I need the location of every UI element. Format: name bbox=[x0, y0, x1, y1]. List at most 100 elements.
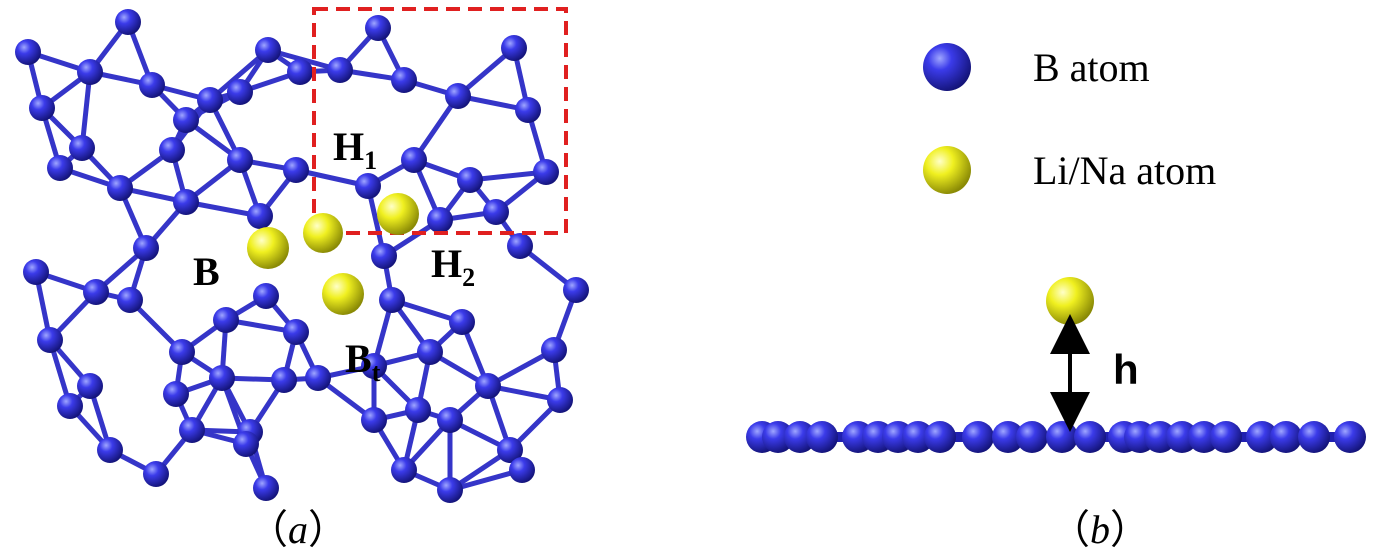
site-label-b: B bbox=[193, 249, 220, 294]
boron-atom bbox=[107, 175, 133, 201]
boron-atom bbox=[77, 373, 103, 399]
boron-atom bbox=[255, 37, 281, 63]
legend: B atom Li/Na atom bbox=[923, 43, 1216, 194]
boron-atom bbox=[391, 67, 417, 93]
boron-atom bbox=[361, 407, 387, 433]
height-label: h bbox=[1113, 346, 1139, 393]
side-view-boron-atom bbox=[924, 421, 956, 453]
boron-atom bbox=[283, 319, 309, 345]
side-view-boron-atom bbox=[1298, 421, 1330, 453]
caption-b: （b） bbox=[1050, 507, 1150, 552]
boron-atom bbox=[97, 437, 123, 463]
boron-atoms bbox=[15, 9, 589, 503]
boron-atom bbox=[497, 437, 523, 463]
side-view-boron-atom bbox=[1144, 421, 1176, 453]
side-view-boron-atom bbox=[1246, 421, 1278, 453]
boron-atom bbox=[143, 461, 169, 487]
boron-atom bbox=[509, 457, 535, 483]
boron-atom bbox=[501, 35, 527, 61]
boron-atom bbox=[507, 233, 533, 259]
legend-label-boron: B atom bbox=[1033, 45, 1150, 90]
side-view-metal-atom bbox=[1046, 277, 1094, 325]
side-view-boron-atom bbox=[1188, 421, 1220, 453]
unit-cell-box bbox=[312, 7, 568, 235]
boron-atom bbox=[305, 365, 331, 391]
boron-atom bbox=[117, 287, 143, 313]
side-view: h bbox=[746, 277, 1366, 453]
boron-atom bbox=[401, 147, 427, 173]
boron-atom bbox=[563, 277, 589, 303]
boron-atom bbox=[427, 207, 453, 233]
boron-atom bbox=[405, 397, 431, 423]
legend-metal-swatch bbox=[923, 146, 971, 194]
boron-atom bbox=[283, 157, 309, 183]
metal-atom-h2-site bbox=[377, 193, 419, 235]
side-view-boron-atom bbox=[784, 421, 816, 453]
boron-atom bbox=[391, 457, 417, 483]
boron-atom bbox=[437, 407, 463, 433]
boron-atom bbox=[457, 167, 483, 193]
boron-atom bbox=[445, 83, 471, 109]
boron-atom bbox=[271, 367, 297, 393]
boron-atom bbox=[541, 337, 567, 363]
boron-atom bbox=[227, 147, 253, 173]
adsorbed-metal-atoms bbox=[247, 193, 419, 315]
side-view-boron-atom bbox=[1166, 421, 1198, 453]
boron-atom bbox=[327, 57, 353, 83]
boron-atom bbox=[29, 95, 55, 121]
boron-atom bbox=[515, 97, 541, 123]
boron-atom bbox=[371, 243, 397, 269]
side-view-boron-atom bbox=[1074, 421, 1106, 453]
boron-atom bbox=[47, 155, 73, 181]
boron-atom bbox=[247, 203, 273, 229]
site-label-h1: H1 bbox=[333, 124, 377, 175]
site-label-h2: H2 bbox=[431, 241, 475, 292]
boron-atom bbox=[227, 79, 253, 105]
metal-atom-b-site bbox=[247, 227, 289, 269]
boron-atom bbox=[547, 387, 573, 413]
boron-atom bbox=[173, 189, 199, 215]
boron-atom bbox=[197, 87, 223, 113]
boron-atom bbox=[417, 339, 443, 365]
boron-atom bbox=[533, 159, 559, 185]
legend-label-metal: Li/Na atom bbox=[1033, 148, 1216, 193]
metal-atom-h1-site bbox=[303, 213, 343, 253]
boron-atom bbox=[163, 381, 189, 407]
boron-sheet-top-view bbox=[15, 9, 589, 503]
boron-atom bbox=[209, 365, 235, 391]
boron-atom bbox=[169, 339, 195, 365]
boron-atom bbox=[77, 59, 103, 85]
boron-atom bbox=[173, 107, 199, 133]
boron-atom bbox=[139, 72, 165, 98]
boron-atom bbox=[83, 279, 109, 305]
boron-atom bbox=[159, 137, 185, 163]
boron-atom bbox=[213, 307, 239, 333]
side-view-boron-atom bbox=[1270, 421, 1302, 453]
site-label-bt: Bt bbox=[345, 336, 381, 387]
boron-atom bbox=[37, 327, 63, 353]
boron-atom bbox=[365, 15, 391, 41]
side-view-boron-atom bbox=[762, 421, 794, 453]
side-view-boron-row bbox=[746, 421, 1366, 453]
side-view-boron-atom bbox=[992, 421, 1024, 453]
boron-atom bbox=[449, 309, 475, 335]
boron-atom bbox=[15, 39, 41, 65]
side-view-boron-atom bbox=[1334, 421, 1366, 453]
side-view-boron-atom bbox=[902, 421, 934, 453]
side-view-boron-atom bbox=[1210, 421, 1242, 453]
boron-atom bbox=[361, 353, 387, 379]
metal-atom-bt-site bbox=[322, 273, 364, 315]
boron-atom bbox=[179, 417, 205, 443]
boron-atom bbox=[355, 173, 381, 199]
caption-a: （a） bbox=[248, 507, 348, 552]
boron-atom bbox=[437, 477, 463, 503]
boron-atom bbox=[233, 431, 259, 457]
boron-atom bbox=[57, 393, 83, 419]
boron-atom bbox=[253, 475, 279, 501]
boron-atom bbox=[133, 235, 159, 261]
boron-atom bbox=[115, 9, 141, 35]
side-view-boron-atom bbox=[962, 421, 994, 453]
boron-atom bbox=[253, 283, 279, 309]
legend-boron-swatch bbox=[923, 43, 971, 91]
boron-atom bbox=[69, 135, 95, 161]
